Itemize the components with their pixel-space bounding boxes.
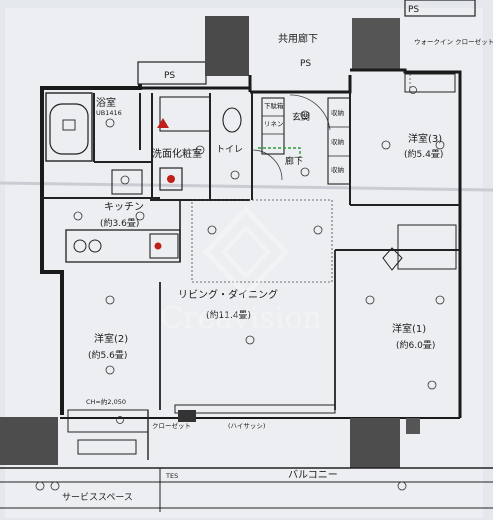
drain-marker [167,175,175,183]
toilet-bowl [222,107,242,133]
green-route-marker [258,147,301,158]
label-room3-size: (約5.4畳) [404,148,443,160]
column-top-right [352,18,400,70]
kitchen-sink [149,233,179,259]
balcony-drain-box [178,410,196,422]
label-room1: 洋室(1) [392,322,426,335]
label-bath-size: UB1416 [96,109,122,117]
label-tes: TES [165,472,178,480]
paper-sheet [5,8,483,518]
hall-storage [327,97,351,185]
label-kitchen-size: (約3.6畳) [100,217,139,229]
label-kitchen: キッチン [104,201,144,213]
label-room1-size: (約6.0畳) [396,339,435,351]
stove-burner-1 [73,239,87,253]
label-bath: 浴室 [96,96,116,109]
paper-fold [0,181,493,192]
shoe-box [261,97,285,155]
living-ceiling-line [191,199,333,283]
walk-in-closet [404,73,456,93]
label-living-size: (約11.4畳) [206,309,251,321]
label-living: リビング・ダイニング [178,288,278,301]
fixture-markers [73,86,445,424]
sink-marker [154,242,162,250]
stove-burner-2 [88,239,102,253]
hazard-marker [157,118,169,128]
label-walk-in: ウォークイン クローゼット [414,37,493,46]
toilet-door-swing [251,149,283,181]
washbasin [111,169,143,195]
bath-wall [45,92,93,162]
ps-box-top-right [404,0,476,17]
entrance-door-swing [289,94,331,131]
label-west-room: 洋室(2) [94,332,128,345]
label-sash: (ハイサッシ) [228,422,265,430]
label-entrance: 玄関 [292,111,310,123]
label-common-corridor: 共用廊下 [278,32,318,45]
label-ps-1: PS [164,71,175,81]
washing-machine-pan [159,167,183,191]
exterior-unit [77,439,137,455]
label-service-space: サービススペース [62,492,133,503]
label-room3: 洋室(3) [408,132,442,145]
column-top-left [205,16,249,76]
room1-door-marker [382,247,403,271]
label-ps-2: PS [300,59,311,69]
label-west-room-size: (約5.6畳) [88,349,127,361]
label-storage-3: 収納 [331,165,344,174]
room1-closet [397,224,457,270]
label-closet: クローゼット [152,421,191,430]
label-balcony: バルコニー [288,469,338,481]
label-west-room-note: CH=約2,050 [86,397,126,406]
column-small [406,418,420,434]
bathtub [49,103,89,155]
label-hallway: 廊下 [285,155,303,167]
label-washroom: 洗面化粧室 [152,147,202,160]
label-shoe-box: 下駄箱 [264,101,284,110]
column-bottom-right [350,418,400,468]
watermark-text: Creavision [160,301,322,336]
label-storage-2: 収納 [331,137,344,146]
bath-drain [62,119,76,131]
column-bottom-left [0,417,58,465]
watermark: Creavision [160,206,322,336]
label-ps-3: PS [408,5,419,15]
label-storage-1: 収納 [331,108,344,117]
living-sash-window [174,404,336,414]
label-linen: リネン [264,120,284,128]
label-toilet: トイレ [216,145,243,155]
